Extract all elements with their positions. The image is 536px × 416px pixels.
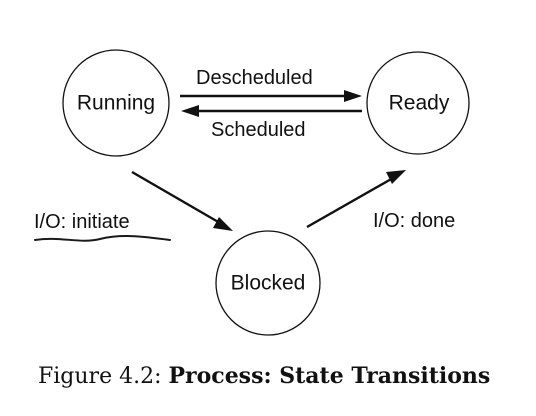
- state-blocked: Blocked: [215, 230, 321, 336]
- state-blocked-label: Blocked: [231, 272, 306, 295]
- state-ready: Ready: [366, 51, 470, 155]
- arrow-io-initiate-head: [213, 217, 233, 231]
- arrow-descheduled-head: [344, 90, 362, 102]
- handwritten-underline: [34, 235, 171, 242]
- state-running: Running: [62, 49, 170, 157]
- label-io-initiate: I/O: initiate: [34, 211, 130, 233]
- figure-caption-prefix: Figure 4.2:: [38, 364, 168, 389]
- state-running-label: Running: [77, 92, 155, 115]
- label-descheduled: Descheduled: [196, 67, 313, 89]
- state-ready-circle: [366, 51, 470, 155]
- arrow-io-initiate: [131, 170, 233, 231]
- arrow-scheduled: [181, 105, 362, 117]
- arrow-io-initiate-line: [131, 170, 221, 225]
- arrow-descheduled: [180, 90, 362, 102]
- state-ready-label: Ready: [389, 92, 450, 115]
- arrow-scheduled-head: [181, 105, 199, 117]
- label-io-done: I/O: done: [373, 210, 455, 232]
- state-running-circle: [62, 49, 170, 157]
- arrow-io-done-line: [306, 176, 394, 229]
- figure-caption: Figure 4.2: Process: State Transitions: [38, 363, 490, 389]
- label-scheduled: Scheduled: [211, 119, 306, 141]
- figure-caption-title: Process: State Transitions: [168, 363, 490, 389]
- state-blocked-circle: [215, 230, 321, 336]
- arrow-io-done-head: [386, 170, 406, 184]
- arrow-io-done: [306, 170, 406, 229]
